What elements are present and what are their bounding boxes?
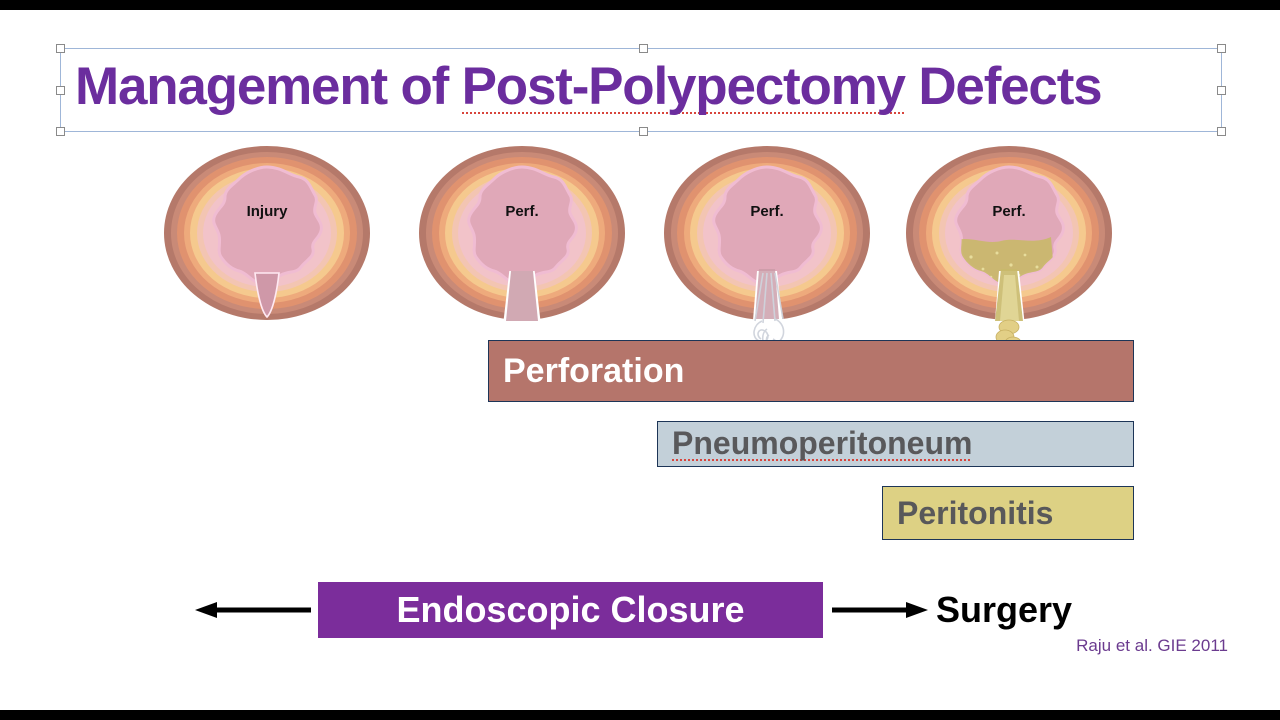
page-title[interactable]: Management of Post-Polypectomy Defects: [75, 45, 1215, 129]
diagram-row: Injury: [0, 10, 1280, 380]
title-part-misspelled: Post-Polypectomy: [461, 57, 906, 117]
surgery-label: Surgery: [936, 589, 1073, 630]
endoscopic-closure-button[interactable]: Endoscopic Closure: [318, 582, 823, 638]
bar-pneumoperitoneum-label: Pneumoperitoneum: [672, 425, 973, 463]
selection-handle-top-left[interactable]: [56, 44, 65, 53]
selection-handle-middle-left[interactable]: [56, 86, 65, 95]
diagram-pneumoperitoneum-label: Perf.: [750, 203, 784, 220]
diagram-perforation-label: Perf.: [505, 203, 539, 220]
bar-perforation[interactable]: Perforation: [488, 340, 1134, 402]
diagram-peritonitis: Perf.: [905, 145, 1113, 356]
bowel-wall-perforation-icon: [419, 146, 625, 324]
selection-handle-bottom-right[interactable]: [1217, 127, 1226, 136]
arrow-left-icon: [195, 602, 311, 618]
title-part-tail: Defects: [904, 57, 1102, 116]
bar-peritonitis[interactable]: Peritonitis: [882, 486, 1134, 540]
letterbox-bottom: [0, 710, 1280, 720]
diagram-injury: Injury: [163, 145, 371, 325]
selection-handle-bottom-center[interactable]: [639, 127, 648, 136]
letterbox-top: [0, 0, 1280, 10]
bar-perforation-label: Perforation: [503, 351, 685, 390]
bowel-wall-fecal-leak-icon: [906, 146, 1112, 356]
slide-canvas[interactable]: Management of Post-Polypectomy Defects: [0, 10, 1280, 710]
diagram-pneumoperitoneum: Perf.: [663, 145, 871, 351]
selection-handle-bottom-left[interactable]: [56, 127, 65, 136]
diagram-injury-label: Injury: [246, 203, 288, 220]
selection-handle-top-right[interactable]: [1217, 44, 1226, 53]
bowel-wall-injury-icon: [164, 146, 370, 320]
diagram-perforation: Perf.: [418, 145, 626, 325]
selection-handle-middle-right[interactable]: [1217, 86, 1226, 95]
arrow-right-icon: [832, 602, 928, 618]
diagram-peritonitis-label: Perf.: [992, 203, 1026, 220]
citation: Raju et al. GIE 2011: [1076, 636, 1228, 655]
bar-pneumoperitoneum[interactable]: Pneumoperitoneum: [657, 421, 1134, 467]
treatment-row: Endoscopic Closure Surgery: [0, 582, 1280, 644]
bar-peritonitis-label: Peritonitis: [897, 494, 1054, 531]
title-part-plain: Management of: [75, 57, 462, 116]
bowel-wall-air-leak-icon: [664, 146, 870, 351]
selection-handle-top-center[interactable]: [639, 44, 648, 53]
title-selection-frame[interactable]: Management of Post-Polypectomy Defects: [56, 44, 1226, 136]
endoscopic-closure-label: Endoscopic Closure: [396, 589, 745, 630]
